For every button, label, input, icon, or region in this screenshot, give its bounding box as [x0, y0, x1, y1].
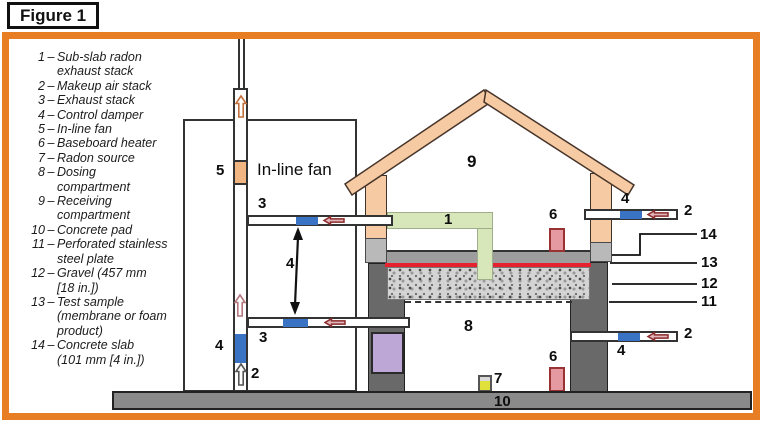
callout-2-upper-right: 2: [684, 202, 693, 219]
legend-item: 11–Perforated stainless steel plate: [32, 237, 168, 266]
callout-10: 10: [494, 393, 511, 410]
stack-top-pipe: [238, 39, 245, 90]
baseboard-heater-upper: [549, 228, 565, 252]
callout-2-lower-right: 2: [684, 325, 693, 342]
callout-14: 14: [700, 226, 717, 243]
baseboard-heater-lower: [549, 367, 565, 392]
left-wall-upper: [365, 175, 387, 239]
legend-item: 14–Concrete slab (101 mm [4 in.]): [31, 338, 145, 367]
legend-item: 1–Sub-slab radon exhaust stack: [38, 50, 142, 79]
right-wall-sill: [590, 242, 612, 262]
damper-upper-left: [296, 216, 318, 225]
callout-6-lower: 6: [549, 348, 558, 365]
purple-wall-block: [371, 332, 404, 374]
legend-item: 9–Receiving compartment: [38, 194, 130, 223]
legend-item: 13–Test sample (membrane or foam product…: [31, 294, 167, 338]
callout-12: 12: [701, 275, 718, 292]
callout-9: 9: [467, 152, 477, 171]
concrete-pad: [112, 391, 752, 410]
callout-3-upper: 3: [258, 195, 267, 212]
callout-11: 11: [701, 293, 717, 310]
stack-damper: [235, 334, 246, 363]
inline-fan-label: In-line fan: [257, 160, 332, 179]
exhaust-pipe-lower: [247, 317, 410, 328]
callout-4-lower-right: 4: [617, 342, 626, 359]
callout-7: 7: [494, 370, 503, 387]
legend-item: 6–Baseboard heater: [38, 136, 157, 151]
perforated-plate: [405, 301, 572, 303]
callout-4-span: 4: [286, 255, 295, 272]
callout-8: 8: [464, 318, 473, 335]
callout-4-stack: 4: [215, 337, 224, 354]
legend-item: 8–Dosing compartment: [38, 165, 130, 194]
sub-slab-pipe-vertical: [477, 228, 493, 280]
callout-6-upper: 6: [549, 206, 558, 223]
callout-1: 1: [444, 211, 453, 228]
legend-item: 4–Control damper: [38, 107, 144, 122]
legend-item: 7–Radon source: [38, 150, 135, 165]
callout-5: 5: [216, 162, 225, 179]
legend-item: 3–Exhaust stack: [38, 93, 135, 108]
legend-item: 10–Concrete pad: [31, 222, 133, 237]
legend: 1–Sub-slab radon exhaust stack 2–Makeup …: [28, 50, 188, 367]
legend-item: 5–In-line fan: [38, 122, 112, 137]
damper-upper-right: [620, 210, 642, 219]
callout-3-lower: 3: [259, 329, 268, 346]
right-wall-upper: [590, 173, 612, 243]
damper-lower-right: [618, 332, 640, 341]
damper-lower-left: [283, 318, 308, 327]
sub-slab-pipe-horizontal: [387, 212, 493, 229]
callout-4-upper-right: 4: [621, 190, 630, 207]
figure-title-box: Figure 1: [7, 2, 100, 29]
inline-fan-block: [233, 160, 248, 185]
left-wall-sill: [365, 238, 387, 263]
radon-source: [478, 375, 492, 392]
callout-13: 13: [701, 254, 718, 271]
callout-2-stack: 2: [251, 365, 260, 382]
exhaust-pipe-upper: [247, 215, 393, 226]
figure-title: Figure 1: [20, 5, 87, 25]
legend-item: 12–Gravel (457 mm [18 in.]): [31, 266, 147, 295]
legend-item: 2–Makeup air stack: [38, 78, 152, 93]
